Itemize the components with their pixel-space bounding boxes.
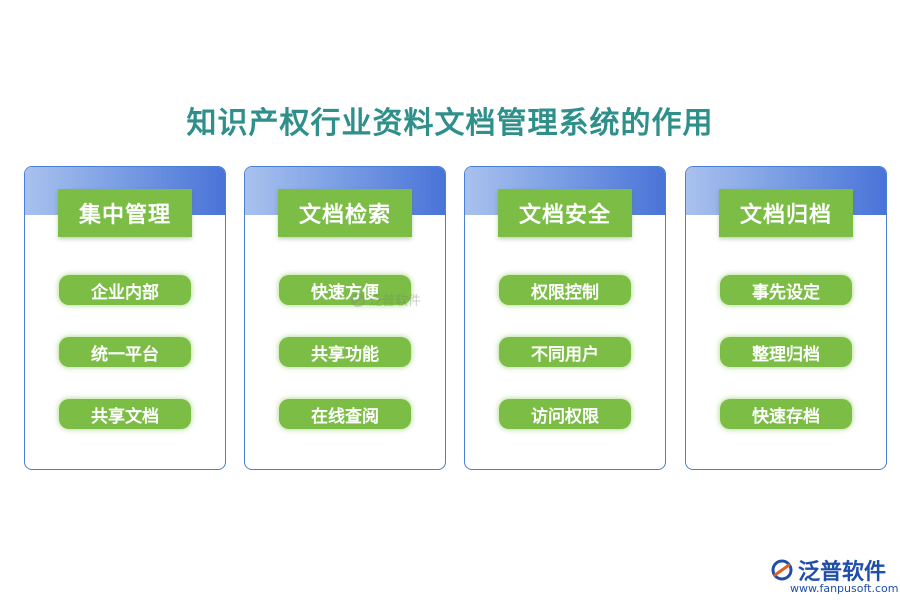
fanpu-logo-icon <box>771 559 793 581</box>
card-item: 统一平台 <box>59 337 191 367</box>
card-document-security: 文档安全 权限控制 不同用户 访问权限 <box>464 166 666 470</box>
card-item: 不同用户 <box>499 337 631 367</box>
card-item: 事先设定 <box>720 275 852 305</box>
card-heading: 集中管理 <box>58 189 192 237</box>
card-item: 企业内部 <box>59 275 191 305</box>
card-heading: 文档检索 <box>278 189 412 237</box>
diagram-title: 知识产权行业资料文档管理系统的作用 <box>186 106 714 141</box>
card-item: 整理归档 <box>720 337 852 367</box>
brand-logo: 泛普软件 <box>770 554 886 586</box>
brand-name: 泛普软件 <box>798 560 887 585</box>
card-centralized-management: 集中管理 企业内部 统一平台 共享文档 <box>24 166 226 470</box>
card-item: 快速存档 <box>720 399 852 429</box>
watermark: 泛普软件 <box>350 290 421 309</box>
card-document-search: 文档检索 快速方便 共享功能 在线查阅 <box>244 166 446 470</box>
card-item: 在线查阅 <box>279 399 411 429</box>
card-item: 权限控制 <box>499 275 631 305</box>
card-item: 共享文档 <box>59 399 191 429</box>
card-item: 快速方便 <box>279 275 411 305</box>
card-item: 访问权限 <box>499 399 631 429</box>
fanpu-logo-icon <box>351 292 365 307</box>
card-heading: 文档安全 <box>498 189 632 237</box>
watermark-text: 泛普软件 <box>369 294 422 309</box>
card-document-archiving: 文档归档 事先设定 整理归档 快速存档 <box>685 166 887 470</box>
brand-url: www.fanpusoft.com <box>790 582 899 595</box>
card-item: 共享功能 <box>279 337 411 367</box>
card-heading: 文档归档 <box>719 189 853 237</box>
